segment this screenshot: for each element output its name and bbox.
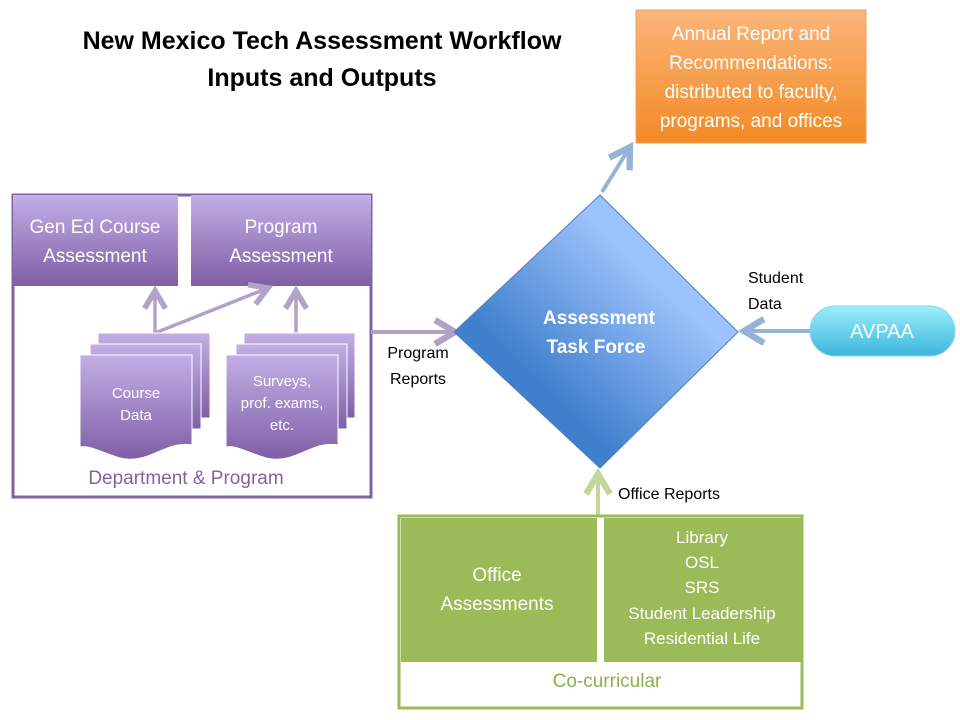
assessment-task-force-diamond: Assessment Task Force [453,194,739,469]
student-data-label: Student [748,270,804,287]
title-line-1: New Mexico Tech Assessment Workflow [83,27,562,55]
course-data-documents: Course Data [79,332,211,460]
office-item: OSL [685,553,719,572]
annual-report-box: Annual Report and Recommendations: distr… [635,9,867,144]
arrow-to-annual-report [600,141,634,194]
surveys-label: prof. exams, [241,395,324,412]
program-assessment-box [191,195,371,286]
department-program-group: Gen Ed Course Assessment Program Assessm… [11,193,373,499]
course-data-label: Course [112,385,160,402]
program-reports-label: Reports [390,371,446,388]
annual-report-line: Recommendations: [669,53,833,74]
program-assessment-label: Assessment [229,246,333,267]
gen-ed-label: Gen Ed Course [30,217,161,238]
task-force-label: Task Force [547,337,646,358]
surveys-label: Surveys, [253,373,311,390]
gen-ed-course-assessment-box [13,195,178,286]
surveys-label: etc. [270,417,294,434]
annual-report-line: Annual Report and [672,24,830,45]
surveys-documents: Surveys, prof. exams, etc. [225,332,356,460]
office-item: Residential Life [644,629,760,648]
student-data-label: Data [748,296,782,313]
gen-ed-label: Assessment [43,246,147,267]
office-item: Student Leadership [628,604,775,623]
offices-list-box [604,518,801,662]
annual-report-line: distributed to faculty, [665,82,838,103]
title-line-2: Inputs and Outputs [207,64,436,92]
office-reports-label: Office Reports [618,486,720,503]
cocurricular-label: Co-curricular [553,671,662,692]
office-item: Library [676,528,728,547]
program-reports-label: Program [387,345,448,362]
office-assessments-label: Office [472,565,521,586]
avpaa-box: AVPAA [809,305,956,357]
office-assessments-label: Assessments [441,594,554,615]
task-force-label: Assessment [543,308,656,329]
avpaa-label: AVPAA [850,321,914,343]
annual-report-line: programs, and offices [660,111,842,132]
course-data-label: Data [120,407,152,424]
office-item: SRS [685,578,720,597]
department-program-label: Department & Program [88,468,283,489]
office-assessments-box [401,518,597,662]
arrow-course-to-program [154,281,274,335]
cocurricular-group: Office Assessments Library OSL SRS Stude… [397,514,804,710]
program-assessment-label: Program [245,217,318,238]
